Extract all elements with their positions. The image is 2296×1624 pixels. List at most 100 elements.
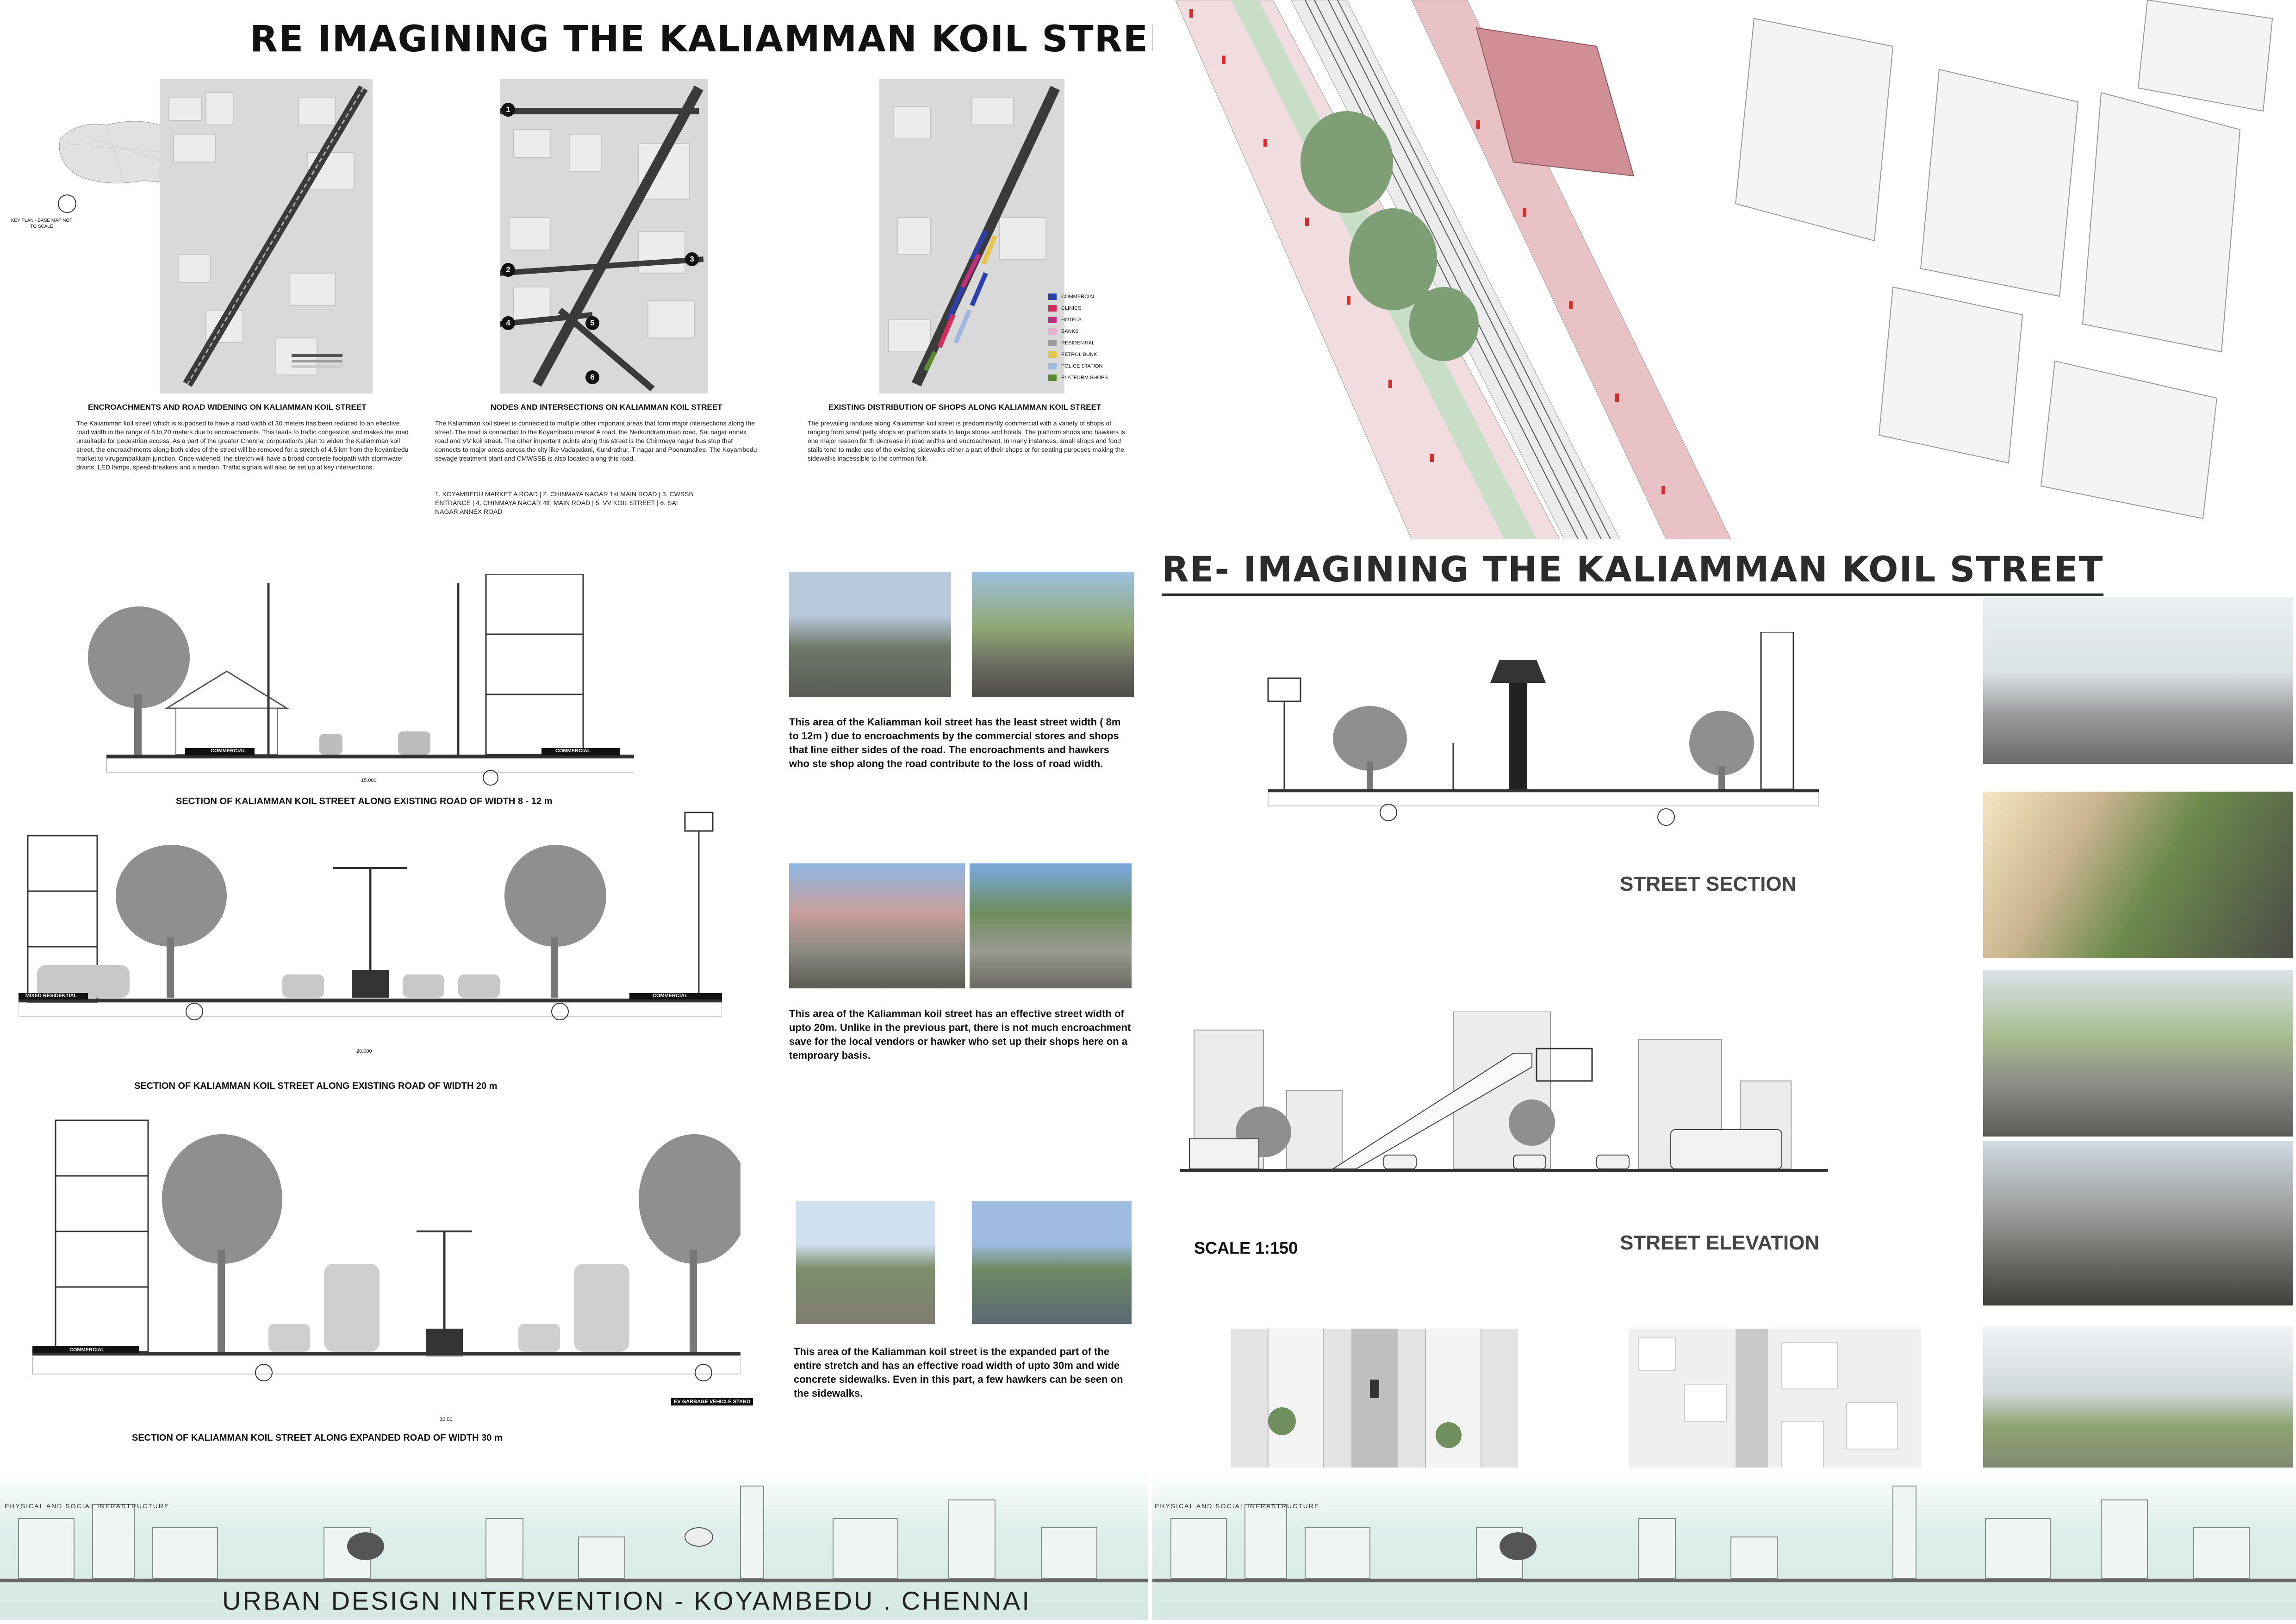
legend-label: RESIDENTIAL (1061, 340, 1095, 346)
section-1-description: This area of the Kaliamman koil street h… (789, 716, 1121, 769)
legend-item: COMMERCIAL (1048, 291, 1122, 302)
section-3-right-label: EV GARBAGE VEHICLE STAND (671, 1398, 753, 1405)
section-2-right-label: COMMERCIAL (653, 993, 688, 999)
legend-swatch (1048, 351, 1057, 358)
section-3-svg (32, 1119, 750, 1381)
right-title: RE- IMAGINING THE KALIAMMAN KOIL STREET (1162, 549, 2104, 596)
render-view-1 (1983, 597, 2293, 764)
section-1-right-label: COMMERCIAL (555, 748, 591, 754)
street-elevation-label: STREET ELEVATION (1620, 1231, 1820, 1254)
section-3-dimension: 30.00 (440, 1417, 453, 1422)
footer-skyline-left-svg (0, 1486, 1148, 1582)
map1-legend (292, 354, 342, 368)
legend-label: CLINICS (1061, 305, 1082, 311)
main-title: RE IMAGINING THE KALIAMMAN KOIL STREET (250, 19, 1200, 60)
legend-swatch (1048, 339, 1057, 346)
map3-heading: EXISTING DISTRIBUTION OF SHOPS ALONG KAL… (828, 403, 1101, 412)
footer-skyline-right-svg (1152, 1486, 2296, 1582)
legend-label: POLICE STATION (1061, 363, 1103, 369)
footer-small-label-right: PHYSICAL AND SOCIAL INFRASTRUCTURE (1155, 1502, 1320, 1510)
legend-item: POLICE STATION (1048, 360, 1122, 372)
map-shops-svg (888, 86, 1060, 387)
map-encroachments-svg (168, 85, 368, 387)
section-3-caption: SECTION OF KALIAMMAN KOIL STREET ALONG E… (132, 1433, 503, 1443)
site-photo-1 (789, 572, 951, 697)
section-3-drawing (19, 1111, 750, 1417)
section-1-svg (88, 573, 639, 786)
footer-title: URBAN DESIGN INTERVENTION - KOYAMBEDU . … (222, 1586, 1031, 1615)
section-1-dimension: 15.000 (361, 778, 377, 783)
node-marker-4: 4 (501, 316, 515, 330)
node-marker-2: 2 (501, 263, 515, 277)
footer-skyline-right (1152, 1468, 2296, 1620)
map2-heading: NODES AND INTERSECTIONS ON KALIAMMAN KOI… (491, 403, 722, 412)
legend-label: PLATFORM SHOPS (1061, 375, 1108, 381)
map2-nodes-list: 1. KOYAMBEDU MARKET A ROAD | 2. CHINMAYA… (435, 490, 693, 515)
legend-label: HOTELS (1061, 317, 1082, 323)
section-2-drawing (18, 808, 722, 1039)
section-1-left-label: COMMERCIAL (211, 748, 246, 754)
legend-item: HOTELS (1048, 314, 1122, 325)
street-elevation-drawing (1180, 1011, 1828, 1183)
node-marker-5: 5 (585, 316, 599, 330)
legend-label: BANKS (1061, 328, 1079, 334)
legend-item: CLINICS (1048, 302, 1122, 314)
street-section-drawing (1259, 631, 1828, 840)
site-photo-2 (972, 572, 1134, 697)
render-view-3 (1983, 970, 2293, 1137)
map2-body: The Kaliamman koil street is connected t… (435, 419, 757, 462)
render-view-5 (1983, 1326, 2293, 1493)
section-1-drawing (79, 573, 639, 792)
axonometric-svg (1175, 0, 2273, 540)
legend-swatch (1048, 328, 1057, 335)
key-plan-note: KEY PLAN - BASE MAP NOT TO SCALE (11, 218, 73, 229)
node-marker-6: 6 (585, 370, 599, 384)
legend-item: BANKS (1048, 325, 1122, 337)
map-nodes (499, 79, 708, 394)
axonometric-view (1152, 0, 2296, 540)
map1-body: The Kaliamman koil street which is suppo… (76, 419, 409, 471)
plan-render-2 (1629, 1329, 1921, 1486)
legend-label: PETROL BUNK (1061, 351, 1097, 357)
map-encroachments (160, 79, 373, 394)
legend-swatch (1048, 305, 1057, 312)
site-photo-5 (796, 1201, 935, 1324)
street-section-label: STREET SECTION (1620, 873, 1797, 895)
section-3-left-label: COMMERCIAL (69, 1347, 105, 1353)
street-section-svg (1267, 631, 1819, 826)
legend-swatch (1048, 374, 1057, 381)
section-2-dimension: 20.000 (356, 1049, 372, 1054)
footer-skyline-left (0, 1468, 1148, 1620)
plan-render-2-svg (1629, 1329, 1921, 1486)
street-elevation-svg (1180, 1011, 1828, 1172)
section-2-svg (18, 812, 722, 1020)
legend-swatch (1048, 293, 1057, 300)
node-marker-3: 3 (685, 252, 699, 266)
shops-legend: COMMERCIAL CLINICS HOTELS BANKS RESIDENT… (1048, 291, 1122, 383)
footer-small-label-left: PHYSICAL AND SOCIAL INFRASTRUCTURE (5, 1502, 170, 1510)
section-3-description: This area of the Kaliamman koil street i… (794, 1346, 1123, 1399)
site-photo-3 (789, 863, 965, 988)
section-2-left-label: MIXED RESIDENTIAL (25, 993, 77, 999)
site-photo-4 (970, 863, 1132, 988)
map-shops (879, 79, 1064, 394)
section-2-description: This area of the Kaliamman koil street h… (789, 1008, 1131, 1061)
legend-swatch (1048, 362, 1057, 369)
north-arrow-icon (58, 194, 76, 213)
scale-label: SCALE 1:150 (1194, 1238, 1298, 1257)
section-1-caption: SECTION OF KALIAMMAN KOIL STREET ALONG E… (176, 796, 553, 806)
legend-item: PETROL BUNK (1048, 349, 1122, 360)
legend-item: RESIDENTIAL (1048, 337, 1122, 349)
map-nodes-svg (499, 85, 704, 392)
site-photo-6 (972, 1201, 1132, 1324)
node-marker-1: 1 (501, 103, 515, 117)
section-2-caption: SECTION OF KALIAMMAN KOIL STREET ALONG E… (134, 1081, 498, 1091)
map1-heading: ENCROACHMENTS AND ROAD WIDENING ON KALIA… (88, 403, 367, 412)
render-view-2 (1983, 792, 2293, 958)
render-view-4 (1983, 1141, 2293, 1305)
legend-swatch (1048, 316, 1057, 323)
legend-label: COMMERCIAL (1061, 294, 1096, 300)
legend-item: PLATFORM SHOPS (1048, 372, 1122, 383)
map3-body: The prevailing landuse along Kaliamman k… (808, 419, 1126, 462)
plan-render-1-svg (1231, 1329, 1518, 1486)
